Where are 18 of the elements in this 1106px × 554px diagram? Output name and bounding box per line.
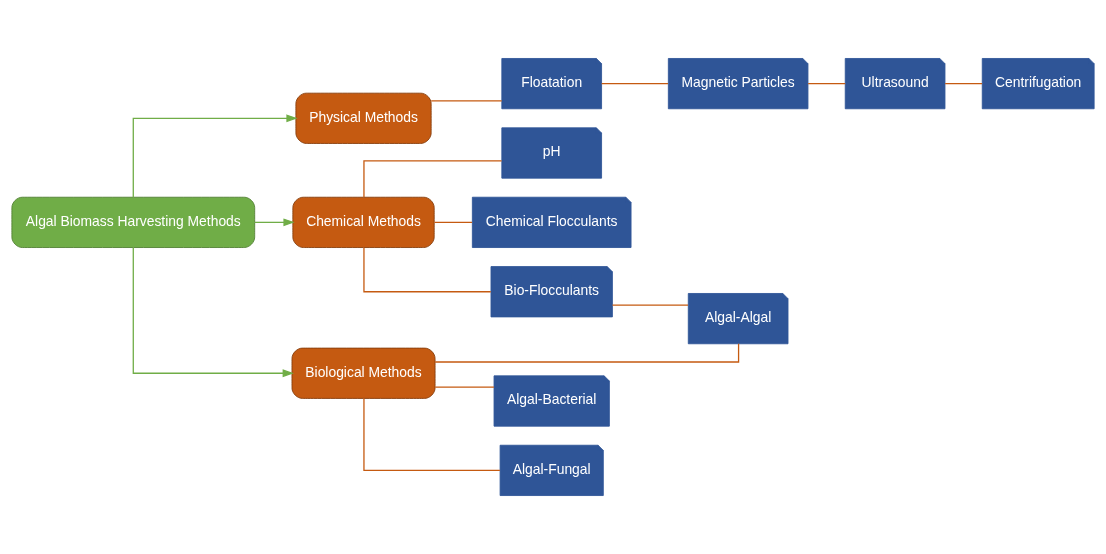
arrow [132,246,294,378]
connector [363,247,492,293]
arrow [254,218,295,227]
connector [807,82,846,85]
connector [363,397,501,472]
connector [363,160,503,198]
connector [430,100,503,102]
arrow [132,114,298,198]
node-box: Physical Methods [295,92,432,144]
node-box: Algal Biomass Harvesting Methods [11,196,256,248]
node-box: Chemical Methods [292,196,435,248]
connector [601,82,669,85]
connector [944,82,983,85]
connector [611,304,689,306]
connector [434,343,740,363]
connector [433,221,473,223]
node-box: Biological Methods [291,347,436,399]
connector [434,386,495,388]
